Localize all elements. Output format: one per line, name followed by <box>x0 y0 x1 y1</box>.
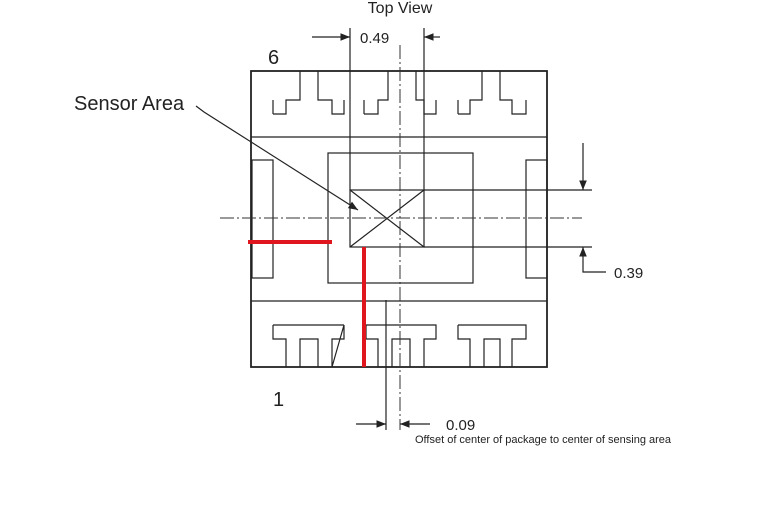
bottom-pads <box>272 324 527 368</box>
top-pad-right <box>457 71 527 115</box>
sensor-area-label: Sensor Area <box>74 93 185 115</box>
top-view-title: Top View <box>368 0 433 17</box>
bottom-pad-center <box>365 324 437 367</box>
dim-offset-label: 0.09 <box>446 417 475 434</box>
dim-width-label: 0.49 <box>360 30 389 47</box>
package-outline <box>250 70 548 368</box>
bottom-pad-right <box>457 324 527 367</box>
top-pads <box>272 71 527 115</box>
top-pad-left <box>273 71 345 115</box>
dim-height-label: 0.39 <box>614 265 643 282</box>
left-side-pad <box>251 159 274 279</box>
bottom-pad-left <box>272 324 345 368</box>
pin-1-label: 1 <box>273 389 284 411</box>
sensor-area-leader <box>195 105 359 211</box>
dim-height-arrow-bottom <box>579 247 606 273</box>
offset-note: Offset of center of package to center of… <box>415 434 672 446</box>
right-side-pad <box>525 159 548 279</box>
pin-6-label: 6 <box>268 47 279 69</box>
